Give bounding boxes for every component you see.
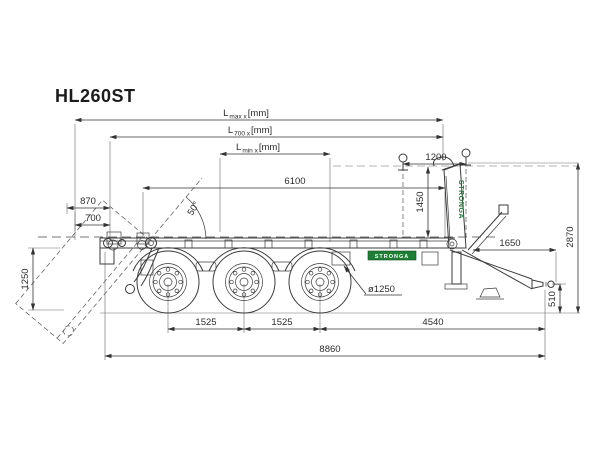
brand-plate: STRONGA — [367, 250, 417, 261]
dim-1200: 1200 — [425, 152, 446, 163]
plate-brand-text: STRONGA — [375, 254, 410, 260]
dim-wheel-dia: ø1250 — [368, 284, 395, 295]
dim-8860: 8860 — [319, 344, 340, 355]
hitch-cone — [531, 279, 544, 290]
hook-arm: STRONGA — [433, 156, 509, 255]
rear-roller — [118, 239, 126, 247]
bed-cross-members — [184, 239, 428, 249]
wheel — [212, 250, 276, 314]
extension-lines — [28, 124, 580, 360]
dim-4540: 4540 — [422, 317, 443, 328]
chassis — [99, 231, 462, 294]
dim-6100: 6100 — [284, 176, 305, 187]
mudguard — [284, 247, 356, 272]
arm-brand-text: STRONGA — [457, 180, 464, 219]
drawbar-skid — [479, 287, 501, 298]
phantom-lines — [38, 161, 578, 241]
wheel — [288, 250, 352, 314]
running-gear — [132, 247, 356, 314]
dim-angle: 50° — [185, 200, 202, 218]
dim-700: 700 — [85, 213, 101, 224]
dim-1250: 1250 — [20, 268, 31, 289]
hook-marker — [398, 153, 408, 171]
dimension-lines — [30, 117, 581, 359]
sheave — [446, 238, 458, 250]
mudguard — [208, 247, 280, 272]
wheel — [136, 250, 200, 314]
dim-510: 510 — [547, 291, 558, 307]
latch-handle — [498, 204, 509, 215]
rear-pivot — [145, 237, 157, 249]
dim-2870: 2870 — [565, 226, 576, 247]
dim-lmax: Lmax x[mm] — [223, 108, 269, 121]
rear-roller — [103, 238, 113, 248]
dimension-texts: Lmax x[mm] L700 x[mm] Lmin x[mm] 1200 61… — [20, 108, 576, 355]
dim-lmin: Lmin x[mm] — [236, 142, 280, 155]
hook-marker — [461, 148, 471, 166]
dim-1525-b: 1525 — [271, 317, 292, 328]
parking-stand — [451, 251, 462, 285]
model-title: HL260ST — [55, 86, 136, 106]
dim-1525-a: 1525 — [195, 317, 216, 328]
dim-1450: 1450 — [415, 191, 426, 212]
dim-l700: L700 x[mm] — [228, 125, 272, 138]
tipped-container-outline — [15, 199, 151, 344]
dim-870: 870 — [80, 196, 96, 207]
drawbar — [444, 249, 559, 300]
tipping-angle: 50° — [185, 196, 207, 240]
dim-1650: 1650 — [499, 238, 520, 249]
mudguard — [132, 247, 204, 272]
